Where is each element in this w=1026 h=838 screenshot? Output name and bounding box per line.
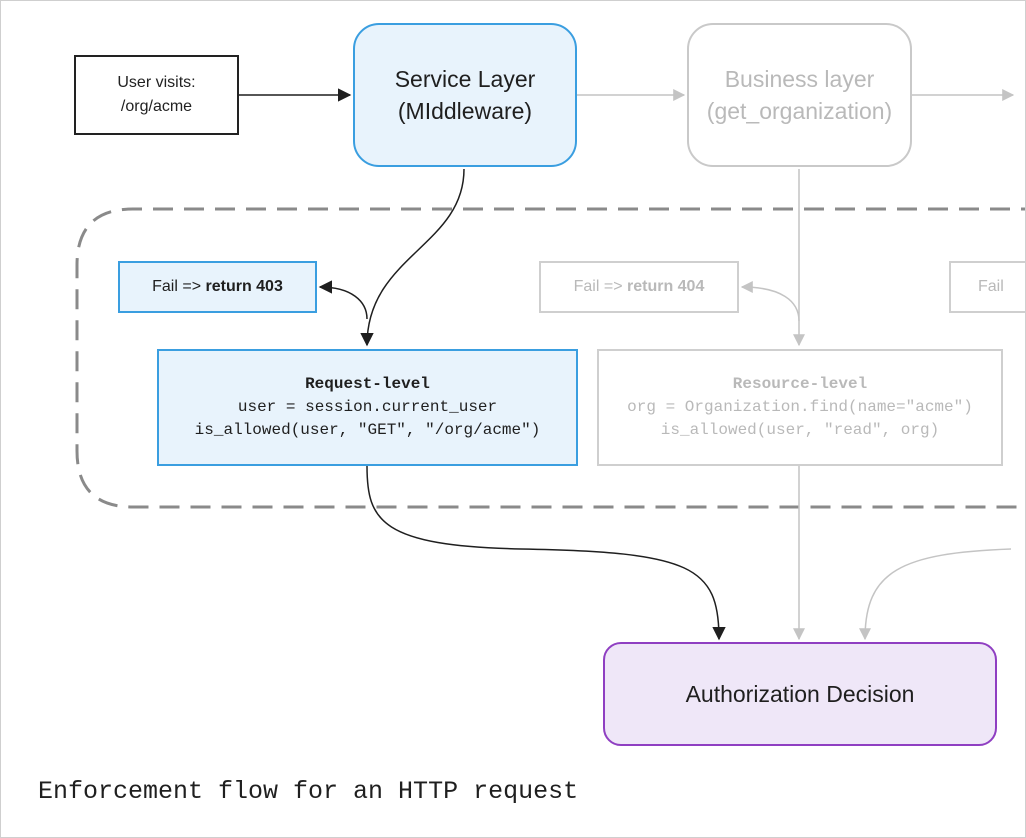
fail-404-prefix: Fail => <box>573 278 627 295</box>
arrow-resource-to-fail404 <box>740 281 800 322</box>
service-layer-box: Service Layer (MIddleware) <box>353 23 577 167</box>
fail-403-emphasis: return 403 <box>205 278 283 295</box>
fail-404-box: Fail => return 404 <box>539 261 739 313</box>
resource-level-line2: is_allowed(user, "read", org) <box>660 421 940 439</box>
arrow-request-to-decision <box>366 465 726 641</box>
authorization-decision-label: Authorization Decision <box>685 680 915 707</box>
user-visits-line1: User visits: <box>117 74 196 91</box>
business-layer-title: Business layer <box>724 66 875 92</box>
fail-403-box: Fail => return 403 <box>118 261 317 313</box>
arrow-service-to-request <box>360 168 465 347</box>
enforcement-boundary <box>75 207 1025 509</box>
fail-403-prefix: Fail => <box>152 278 206 295</box>
figure-caption: Enforcement flow for an HTTP request <box>38 777 579 806</box>
request-level-title: Request-level <box>305 375 430 393</box>
authorization-decision-box: Authorization Decision <box>603 642 997 746</box>
service-layer-subtitle: (MIddleware) <box>397 98 533 124</box>
request-level-line2: is_allowed(user, "GET", "/org/acme") <box>194 421 541 439</box>
service-layer-title: Service Layer <box>394 66 536 92</box>
resource-level-line1: org = Organization.find(name="acme") <box>627 398 973 416</box>
fail-404-emphasis: return 404 <box>626 278 705 295</box>
fail-offscreen-box: Fail <box>949 261 1025 313</box>
request-level-line1: user = session.current_user <box>237 398 498 416</box>
arrow-next-to-decision <box>859 548 1012 641</box>
request-level-box: Request-level user = session.current_use… <box>157 349 578 466</box>
user-visits-line2: /org/acme <box>120 98 193 115</box>
resource-level-title: Resource-level <box>732 375 868 393</box>
business-layer-box: Business layer (get_organization) <box>687 23 912 167</box>
fail-offscreen-prefix: Fail <box>978 278 1004 295</box>
business-layer-subtitle: (get_organization) <box>706 98 893 124</box>
resource-level-box: Resource-level org = Organization.find(n… <box>597 349 1003 466</box>
arrow-request-to-fail403 <box>318 280 368 320</box>
user-visits-box: User visits: /org/acme <box>74 55 239 135</box>
